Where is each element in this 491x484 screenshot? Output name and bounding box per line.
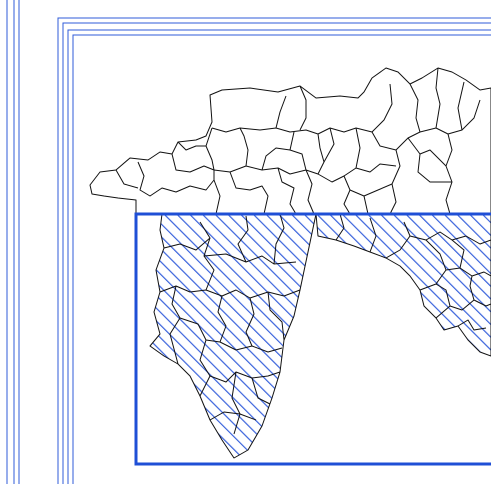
page-frame [57,17,491,484]
selection-rectangle[interactable] [134,212,491,466]
region-unshaded [89,67,491,215]
region-selected [149,213,491,459]
left-frame-rules [6,0,20,484]
